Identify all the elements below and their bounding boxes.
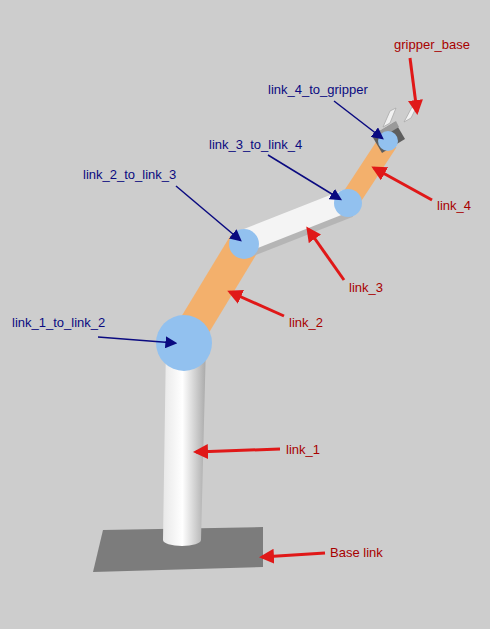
joint-circle (378, 131, 398, 151)
leader-arrow (410, 58, 417, 112)
joint-label: link_4_to_gripper (268, 82, 368, 97)
part-label: link_3 (349, 280, 383, 295)
part-label: gripper_base (394, 37, 470, 52)
joint-circle (229, 229, 259, 259)
joint-label: link_3_to_link_4 (209, 137, 302, 152)
leader-arrow (262, 553, 325, 557)
link-shade (248, 214, 352, 255)
part-label: Base link (330, 545, 383, 560)
part-label: link_4 (437, 198, 471, 213)
joint-circle (156, 315, 212, 371)
leader-arrow (268, 155, 340, 199)
joint-label: link_2_to_link_3 (83, 167, 176, 182)
leader-arrow (196, 449, 280, 452)
leader-arrow (308, 229, 344, 280)
joint-circle (334, 189, 362, 217)
link-cylinder (163, 343, 206, 546)
leader-arrow (334, 101, 382, 138)
gripper-finger (383, 108, 396, 127)
part-label: link_2 (289, 315, 323, 330)
leader-arrow (176, 186, 240, 240)
joint-label: link_1_to_link_2 (12, 315, 105, 330)
leader-arrow (230, 292, 284, 316)
leader-arrow (374, 168, 432, 200)
gripper-base (372, 122, 405, 153)
leader-arrow (98, 337, 175, 343)
part-label: link_1 (286, 442, 320, 457)
